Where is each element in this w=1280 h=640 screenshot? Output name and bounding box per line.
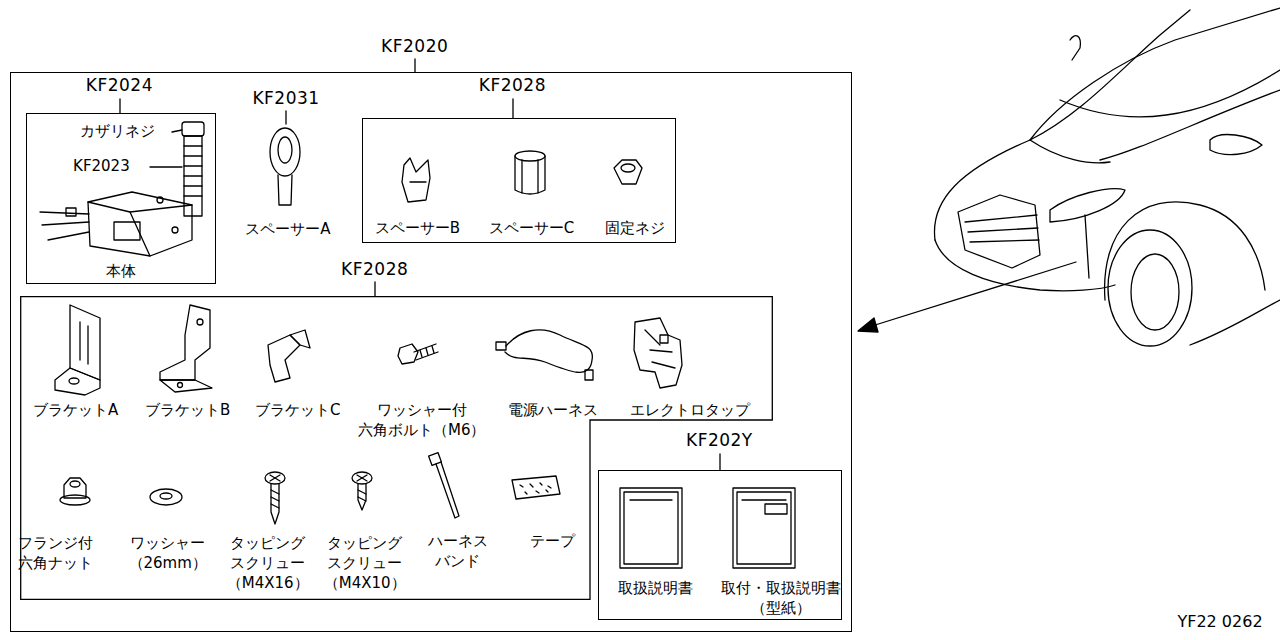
part-label: 取付・取扱説明書 （型紙） xyxy=(716,578,846,618)
part-label: 固定ネジ xyxy=(590,218,680,238)
part-label: ワッシャー （26mm） xyxy=(118,533,218,573)
part-label: スペーサーB xyxy=(362,218,472,238)
part-label: スペーサーC xyxy=(476,218,586,238)
bracket-b xyxy=(160,305,212,392)
part-label: ブラケットB xyxy=(135,400,241,420)
main-unit xyxy=(40,122,204,256)
parts-group-box: KF2024カザリネジKF2023本体 xyxy=(26,113,216,284)
tapping-screw-long xyxy=(265,472,285,524)
parts-group-box: KF2028ブラケットAブラケットBブラケットCワッシャー付 六角ボルト（M6）… xyxy=(20,296,773,600)
spacer-a xyxy=(270,128,300,205)
tape xyxy=(512,476,560,499)
flange-nut xyxy=(60,478,90,505)
parts-group-box: KF202Y取扱説明書取付・取扱説明書 （型紙） xyxy=(598,470,842,620)
part-label: カザリネジ xyxy=(62,121,172,141)
electro-tap xyxy=(634,318,682,388)
part-label: ブラケットC xyxy=(245,400,351,420)
hex-bolt xyxy=(398,344,438,364)
tapping-screw-short xyxy=(352,472,372,510)
part-number: KF2028 xyxy=(457,75,567,95)
parts-group-box: KF2020KF2024カザリネジKF2023本体KF2028スペーサーBスペー… xyxy=(10,72,852,632)
bracket-c xyxy=(268,330,310,382)
bracket-a xyxy=(55,305,100,395)
part-label: ワッシャー付 六角ボルト（M6） xyxy=(357,400,487,440)
harness-band xyxy=(429,453,459,518)
washer xyxy=(150,489,182,505)
drawing-code: YF22 0262 xyxy=(1165,612,1275,632)
part-label: 電源ハーネス xyxy=(498,400,608,420)
part-label: テープ xyxy=(518,531,588,551)
part-label: 取扱説明書 xyxy=(600,578,710,598)
parts-group-box: KF2028スペーサーBスペーサーC固定ネジ xyxy=(362,118,676,243)
part-label: タッピング スクリュー （M4X16） xyxy=(222,533,314,593)
part-number: KF2028 xyxy=(320,259,430,279)
power-harness xyxy=(496,330,593,380)
part-label: フランジ付 六角ナット xyxy=(6,533,106,573)
part-number: KF2031 xyxy=(241,88,331,108)
part-label: スペーサーA xyxy=(238,219,338,239)
part-label: ハーネス バンド xyxy=(418,531,498,571)
part-label: エレクトロタップ xyxy=(620,400,760,420)
manuals xyxy=(620,488,795,568)
part-number: KF2024 xyxy=(64,75,174,95)
spacer-c xyxy=(515,151,545,194)
part-label: 本体 xyxy=(91,261,151,281)
car-illustration xyxy=(858,8,1280,346)
fixing-nut xyxy=(614,160,642,184)
part-label: タッピング スクリュー （M4X10） xyxy=(319,533,411,593)
part-label: ブラケットA xyxy=(23,400,129,420)
part-number: KF202Y xyxy=(664,430,774,450)
part-number: KF2020 xyxy=(360,36,470,56)
part-label: KF2023 xyxy=(53,156,149,176)
spacer-b xyxy=(402,158,430,202)
group-outline-shape xyxy=(20,296,772,599)
